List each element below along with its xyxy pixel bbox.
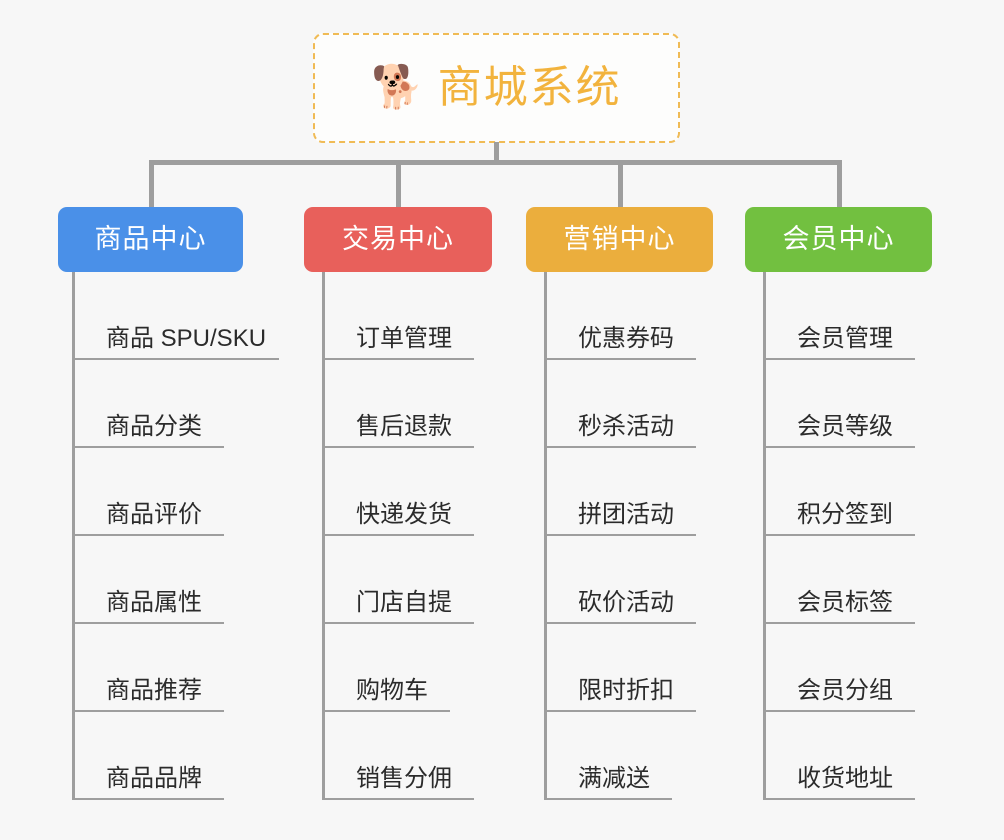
leaf-item[interactable]: 积分签到 — [763, 448, 915, 536]
leaf-item[interactable]: 优惠券码 — [544, 272, 696, 360]
leaf-item[interactable]: 商品推荐 — [72, 624, 224, 712]
connector-horizontal-bar — [149, 160, 839, 165]
leaf-item-label: 商品评价 — [106, 501, 202, 528]
connector-trunk-marketing-center — [544, 272, 547, 800]
leaf-item[interactable]: 会员标签 — [763, 536, 915, 624]
category-label: 营销中心 — [563, 224, 676, 254]
leaf-item[interactable]: 商品分类 — [72, 360, 224, 448]
connector-trunk-product-center — [72, 272, 75, 800]
leaf-item-label: 砍价活动 — [578, 589, 674, 616]
leaf-item[interactable]: 商品品牌 — [72, 712, 224, 800]
leaf-item[interactable]: 秒杀活动 — [544, 360, 696, 448]
leaf-item-label: 会员标签 — [797, 589, 893, 616]
leaf-item[interactable]: 会员分组 — [763, 624, 915, 712]
root-node-shop-system[interactable]: 🐕 商城系统 — [313, 33, 680, 143]
leaf-item[interactable]: 售后退款 — [322, 360, 474, 448]
leaf-item[interactable]: 拼团活动 — [544, 448, 696, 536]
category-box-marketing-center[interactable]: 营销中心 — [526, 207, 713, 272]
leaf-item[interactable]: 门店自提 — [322, 536, 474, 624]
leaf-item[interactable]: 会员管理 — [763, 272, 915, 360]
leaf-item-label: 商品推荐 — [106, 677, 202, 704]
leaf-item-label: 售后退款 — [356, 413, 452, 440]
leaf-item[interactable]: 会员等级 — [763, 360, 915, 448]
leaf-item-label: 收货地址 — [797, 765, 893, 792]
leaf-item[interactable]: 收货地址 — [763, 712, 915, 800]
leaf-item[interactable]: 购物车 — [322, 624, 450, 712]
leaf-item-label: 商品分类 — [106, 413, 202, 440]
category-label: 会员中心 — [782, 224, 895, 254]
connector-root-stub — [494, 142, 499, 164]
leaf-item-label: 商品属性 — [106, 589, 202, 616]
leaf-item[interactable]: 销售分佣 — [322, 712, 474, 800]
connector-drop-product-center — [149, 160, 154, 208]
leaf-item-label: 积分签到 — [797, 501, 893, 528]
leaf-item-label: 秒杀活动 — [578, 413, 674, 440]
shiba-dog-face-icon: 🐕 — [371, 63, 424, 110]
leaf-item[interactable]: 商品 SPU/SKU — [72, 272, 279, 360]
leaf-item-label: 优惠券码 — [578, 325, 674, 352]
category-label: 商品中心 — [94, 224, 207, 254]
leaf-item[interactable]: 快递发货 — [322, 448, 474, 536]
leaf-item[interactable]: 满减送 — [544, 712, 672, 800]
category-label: 交易中心 — [342, 224, 454, 254]
root-node-title: 商城系统 — [437, 63, 622, 112]
leaf-item-label: 会员管理 — [797, 325, 893, 352]
connector-drop-marketing-center — [618, 160, 623, 208]
connector-trunk-member-center — [763, 272, 766, 800]
leaf-item-label: 商品 SPU/SKU — [106, 325, 267, 352]
leaf-item-label: 限时折扣 — [578, 677, 674, 704]
leaf-item-label: 会员等级 — [797, 413, 893, 440]
leaf-item-label: 订单管理 — [356, 325, 452, 352]
category-box-member-center[interactable]: 会员中心 — [745, 207, 932, 272]
leaf-item-label: 满减送 — [578, 765, 650, 792]
leaf-item[interactable]: 商品属性 — [72, 536, 224, 624]
leaf-item-label: 快递发货 — [356, 501, 452, 528]
leaf-item[interactable]: 砍价活动 — [544, 536, 696, 624]
connector-drop-trade-center — [396, 160, 401, 208]
leaf-item-label: 销售分佣 — [356, 765, 452, 792]
leaf-item[interactable]: 限时折扣 — [544, 624, 696, 712]
category-box-trade-center[interactable]: 交易中心 — [304, 207, 492, 272]
connector-drop-member-center — [837, 160, 842, 208]
connector-trunk-trade-center — [322, 272, 325, 800]
leaf-item[interactable]: 商品评价 — [72, 448, 224, 536]
leaf-item-label: 门店自提 — [356, 589, 452, 616]
leaf-item[interactable]: 订单管理 — [322, 272, 474, 360]
leaf-item-label: 拼团活动 — [578, 501, 674, 528]
leaf-item-label: 会员分组 — [797, 677, 893, 704]
leaf-item-label: 购物车 — [356, 677, 428, 704]
leaf-item-label: 商品品牌 — [106, 765, 202, 792]
category-box-product-center[interactable]: 商品中心 — [58, 207, 243, 272]
